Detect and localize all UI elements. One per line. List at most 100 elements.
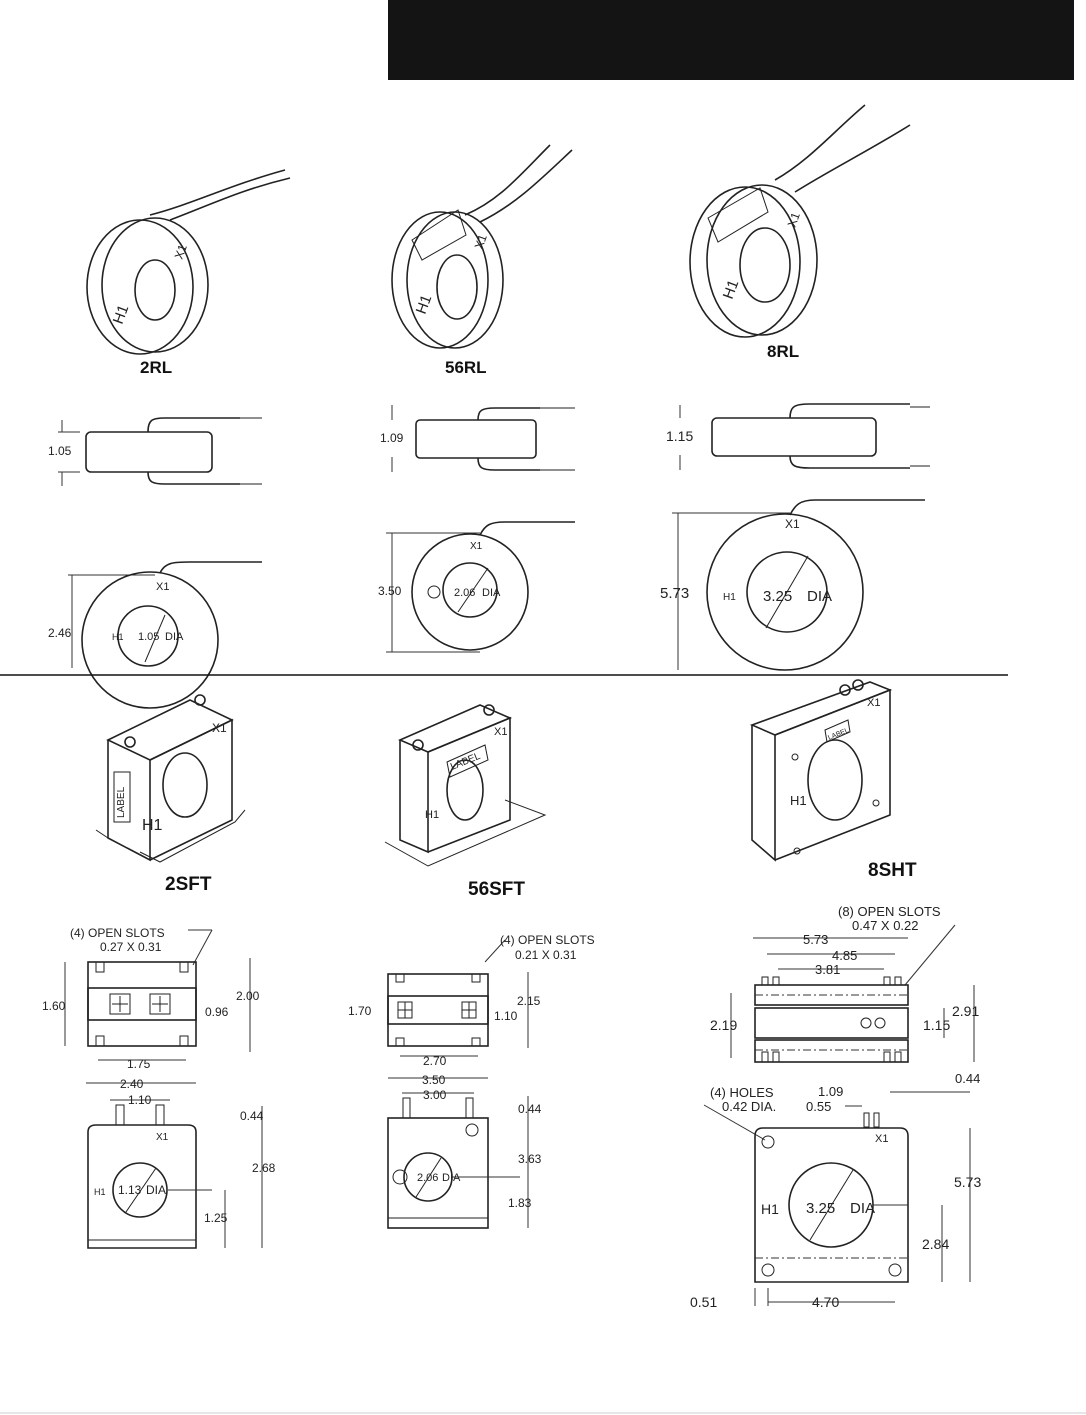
x1-marking: X1 (172, 242, 190, 261)
dim-56sft-170: 1.70 (348, 1004, 372, 1018)
dim-8sht-044: 0.44 (955, 1071, 980, 1086)
rl-56-side-view: 1.09 (380, 405, 575, 472)
slots-size: 0.21 X 0.31 (515, 948, 577, 962)
slots-note: (4) OPEN SLOTS (500, 933, 595, 947)
dim-2sft-175: 1.75 (127, 1057, 151, 1071)
sft-2-top-view: (4) OPEN SLOTS 0.27 X 0.31 1.60 2.00 0.9… (42, 926, 260, 1071)
dim-2sft-110: 1.10 (128, 1093, 152, 1107)
dim-2sft-240: 2.40 (120, 1077, 144, 1091)
header-bar (388, 0, 1074, 80)
label-marking: LABEL (116, 786, 127, 818)
rl-2-side-view: 1.05 (48, 417, 262, 486)
x1-marking: X1 (785, 517, 800, 531)
dim-8sht-id: 3.25 (806, 1200, 835, 1217)
rl-56-isometric: H1 X1 56RL (391, 144, 573, 377)
dim-8sht-381: 3.81 (815, 962, 840, 977)
dim-56sft-270: 2.70 (423, 1054, 447, 1068)
h1-marking: H1 (110, 303, 133, 327)
sft-2-isometric: LABEL H1 X1 2SFT (95, 694, 246, 895)
rl-8-side-view: 1.15 (666, 403, 930, 470)
dia-label: DIA (165, 631, 184, 643)
h1-marking: H1 (720, 278, 743, 302)
slots-size: 0.47 X 0.22 (852, 918, 919, 933)
dim-56rl-id: 2.06 (454, 587, 475, 599)
dim-56rl-od: 3.50 (378, 584, 402, 598)
sht-8-top-view: (8) OPEN SLOTS 0.47 X 0.22 5.73 4.85 3.8… (710, 904, 979, 1063)
dim-8sht-573h: 5.73 (954, 1174, 981, 1190)
rl-56-front-view: 3.50 X1 2.06 DIA (378, 521, 575, 653)
x1-marking: X1 (470, 541, 483, 552)
dim-56rl-height: 1.09 (380, 431, 404, 445)
x1-marking: X1 (156, 1132, 169, 1143)
dim-8rl-height: 1.15 (666, 428, 693, 444)
x1-marking: X1 (867, 697, 880, 709)
h1-marking: H1 (94, 1187, 106, 1197)
h1-marking: H1 (425, 809, 439, 821)
x1-marking: X1 (156, 581, 169, 593)
dim-8sht-470: 4.70 (812, 1294, 839, 1310)
dim-8sht-573w: 5.73 (803, 932, 828, 947)
dim-2sft-268: 2.68 (252, 1161, 276, 1175)
rl-8-isometric: H1 X1 8RL (689, 104, 911, 361)
dim-2sft-044: 0.44 (240, 1109, 264, 1123)
dim-2rl-id: 1.05 (138, 631, 159, 643)
h1-marking: H1 (790, 793, 807, 808)
dia-label: DIA (850, 1200, 875, 1217)
h1-marking: H1 (723, 592, 736, 603)
model-label-2sft: 2SFT (165, 874, 212, 895)
model-label-56rl: 56RL (445, 358, 487, 377)
dim-8sht-284: 2.84 (922, 1236, 949, 1252)
sft-2-front-view: 2.40 1.10 X1 H1 1.13 DIA 0.44 2.68 1.25 (86, 1077, 276, 1249)
x1-marking: X1 (875, 1133, 888, 1145)
holes-size: 0.42 DIA. (722, 1099, 776, 1114)
dim-56sft-183: 1.83 (508, 1196, 532, 1210)
dim-2rl-od: 2.46 (48, 626, 72, 640)
dim-2sft-160: 1.60 (42, 999, 66, 1013)
dim-8sht-109: 1.09 (818, 1084, 843, 1099)
dim-56sft-350: 3.50 (422, 1073, 446, 1087)
h1-marking: H1 (112, 632, 124, 642)
dim-2sft-096: 0.96 (205, 1005, 229, 1019)
sft-56-isometric: LABEL H1 X1 56SFT (384, 704, 547, 900)
dim-8sht-115: 1.15 (923, 1017, 950, 1033)
sht-8-isometric: LABEL H1 X1 8SHT (749, 679, 917, 881)
dia-label: DIA (442, 1172, 461, 1184)
model-label-2rl: 2RL (140, 358, 172, 377)
dim-8rl-od: 5.73 (660, 585, 689, 602)
dim-8sht-051: 0.51 (690, 1294, 717, 1310)
dim-56sft-044: 0.44 (518, 1102, 542, 1116)
dim-8rl-id: 3.25 (763, 588, 792, 605)
h1-marking: H1 (142, 817, 163, 834)
dia-label: DIA (146, 1183, 166, 1197)
dim-8sht-055: 0.55 (806, 1099, 831, 1114)
x1-marking: X1 (472, 232, 490, 251)
rl-2-front-view: 2.46 X1 H1 1.05 DIA (48, 561, 262, 709)
h1-marking: H1 (413, 293, 436, 317)
model-label-56sft: 56SFT (468, 879, 525, 900)
dim-56sft-110: 1.10 (494, 1009, 518, 1023)
dim-8sht-291: 2.91 (952, 1003, 979, 1019)
holes-note: (4) HOLES (710, 1085, 774, 1100)
dim-8sht-485: 4.85 (832, 948, 857, 963)
dia-label: DIA (482, 587, 501, 599)
rl-2-isometric: H1 X1 2RL (86, 169, 291, 377)
slots-note: (4) OPEN SLOTS (70, 926, 165, 940)
slots-size: 0.27 X 0.31 (100, 940, 162, 954)
dim-56sft-id: 2.06 (417, 1172, 438, 1184)
model-label-8sht: 8SHT (868, 860, 917, 881)
dim-2rl-height: 1.05 (48, 444, 72, 458)
slots-note: (8) OPEN SLOTS (838, 904, 941, 919)
sft-56-top-view: (4) OPEN SLOTS 0.21 X 0.31 1.70 2.15 1.1… (348, 933, 595, 1068)
dim-8sht-219: 2.19 (710, 1017, 737, 1033)
dim-2sft-id: 1.13 (118, 1183, 142, 1197)
dim-56sft-215: 2.15 (517, 994, 541, 1008)
h1-marking: H1 (761, 1201, 779, 1217)
dim-2sft-200: 2.00 (236, 989, 260, 1003)
dim-56sft-363: 3.63 (518, 1152, 542, 1166)
sht-8-front-view: (4) HOLES 0.42 DIA. 1.09 0.55 0.44 X1 H1… (690, 1071, 981, 1310)
x1-marking: X1 (212, 721, 227, 735)
sft-56-front-view: 3.50 3.00 2.06 DIA 0.44 3.63 1.83 (387, 1073, 542, 1229)
dim-56sft-300: 3.00 (423, 1088, 447, 1102)
x1-marking: X1 (785, 210, 803, 229)
